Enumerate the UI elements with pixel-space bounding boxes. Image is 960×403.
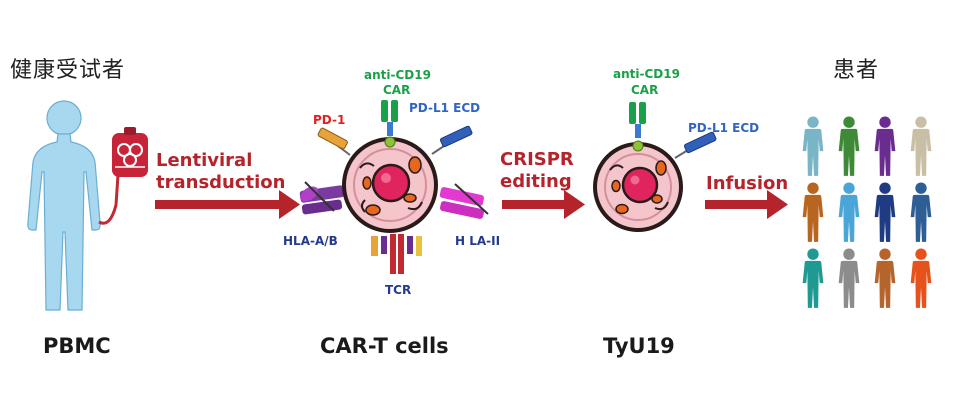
- pdl1-label-1: PD-L1 ECD: [409, 101, 481, 115]
- patient-icon: [874, 182, 896, 242]
- hla-ab-label: HLA-A/B: [283, 234, 338, 248]
- tcr-label: TCR: [385, 283, 412, 297]
- car1-label-line2: CAR: [383, 83, 411, 97]
- crispr-step-line1: CRISPR: [500, 149, 574, 170]
- tyu19-label: TyU19: [603, 334, 675, 358]
- pd1-receptor-icon: [317, 127, 351, 156]
- crispr-step-line2: editing: [500, 171, 572, 192]
- tyu19-cell-icon: [593, 102, 717, 232]
- car2-label-line1: anti-CD19: [613, 67, 680, 81]
- arrow-crispr: [502, 190, 585, 219]
- pd1-label: PD-1: [313, 113, 346, 127]
- lentiviral-step-line1: Lentiviral: [156, 150, 253, 171]
- patient-icon: [802, 182, 824, 242]
- patient-icon: [838, 116, 860, 176]
- pdl1-receptor-icon: [431, 125, 473, 155]
- patient-icon: [910, 116, 932, 176]
- hla-ab-receptor-icon: [299, 181, 345, 215]
- pdl1-label-2: PD-L1 ECD: [688, 121, 760, 135]
- hla-ii-label: H LA-II: [455, 234, 501, 248]
- patients-group: [802, 116, 932, 308]
- tcr-receptor-icon: [371, 234, 422, 274]
- iv-tube: [98, 174, 120, 225]
- donor-label: 健康受试者: [10, 58, 126, 83]
- patient-icon: [838, 182, 860, 242]
- human-body-icon: [27, 100, 101, 311]
- car-receptor-icon-2: [629, 102, 646, 152]
- pbmc-label: PBMC: [43, 334, 111, 358]
- cart-cell-icon: [299, 100, 489, 274]
- patient-icon: [838, 248, 860, 308]
- arrow-infusion: [705, 190, 788, 219]
- hla-ii-receptor-icon: [439, 183, 489, 219]
- patient-label: 患者: [833, 58, 880, 83]
- pdl1-receptor-icon-2: [674, 131, 717, 159]
- patient-icon: [802, 248, 824, 308]
- infusion-step: Infusion: [706, 173, 789, 194]
- car2-label-line2: CAR: [631, 83, 659, 97]
- patient-icon: [802, 116, 824, 176]
- patient-icon: [874, 116, 896, 176]
- lentiviral-step-line2: transduction: [156, 172, 286, 193]
- arrow-lentiviral: [155, 190, 300, 219]
- patient-icon: [874, 248, 896, 308]
- patient-icon: [910, 182, 932, 242]
- car1-label-line1: anti-CD19: [364, 68, 431, 82]
- blood-bag-icon: [112, 127, 148, 177]
- cart-cells-label: CAR-T cells: [320, 334, 449, 358]
- patient-icon: [910, 248, 932, 308]
- car-receptor-icon: [381, 100, 398, 148]
